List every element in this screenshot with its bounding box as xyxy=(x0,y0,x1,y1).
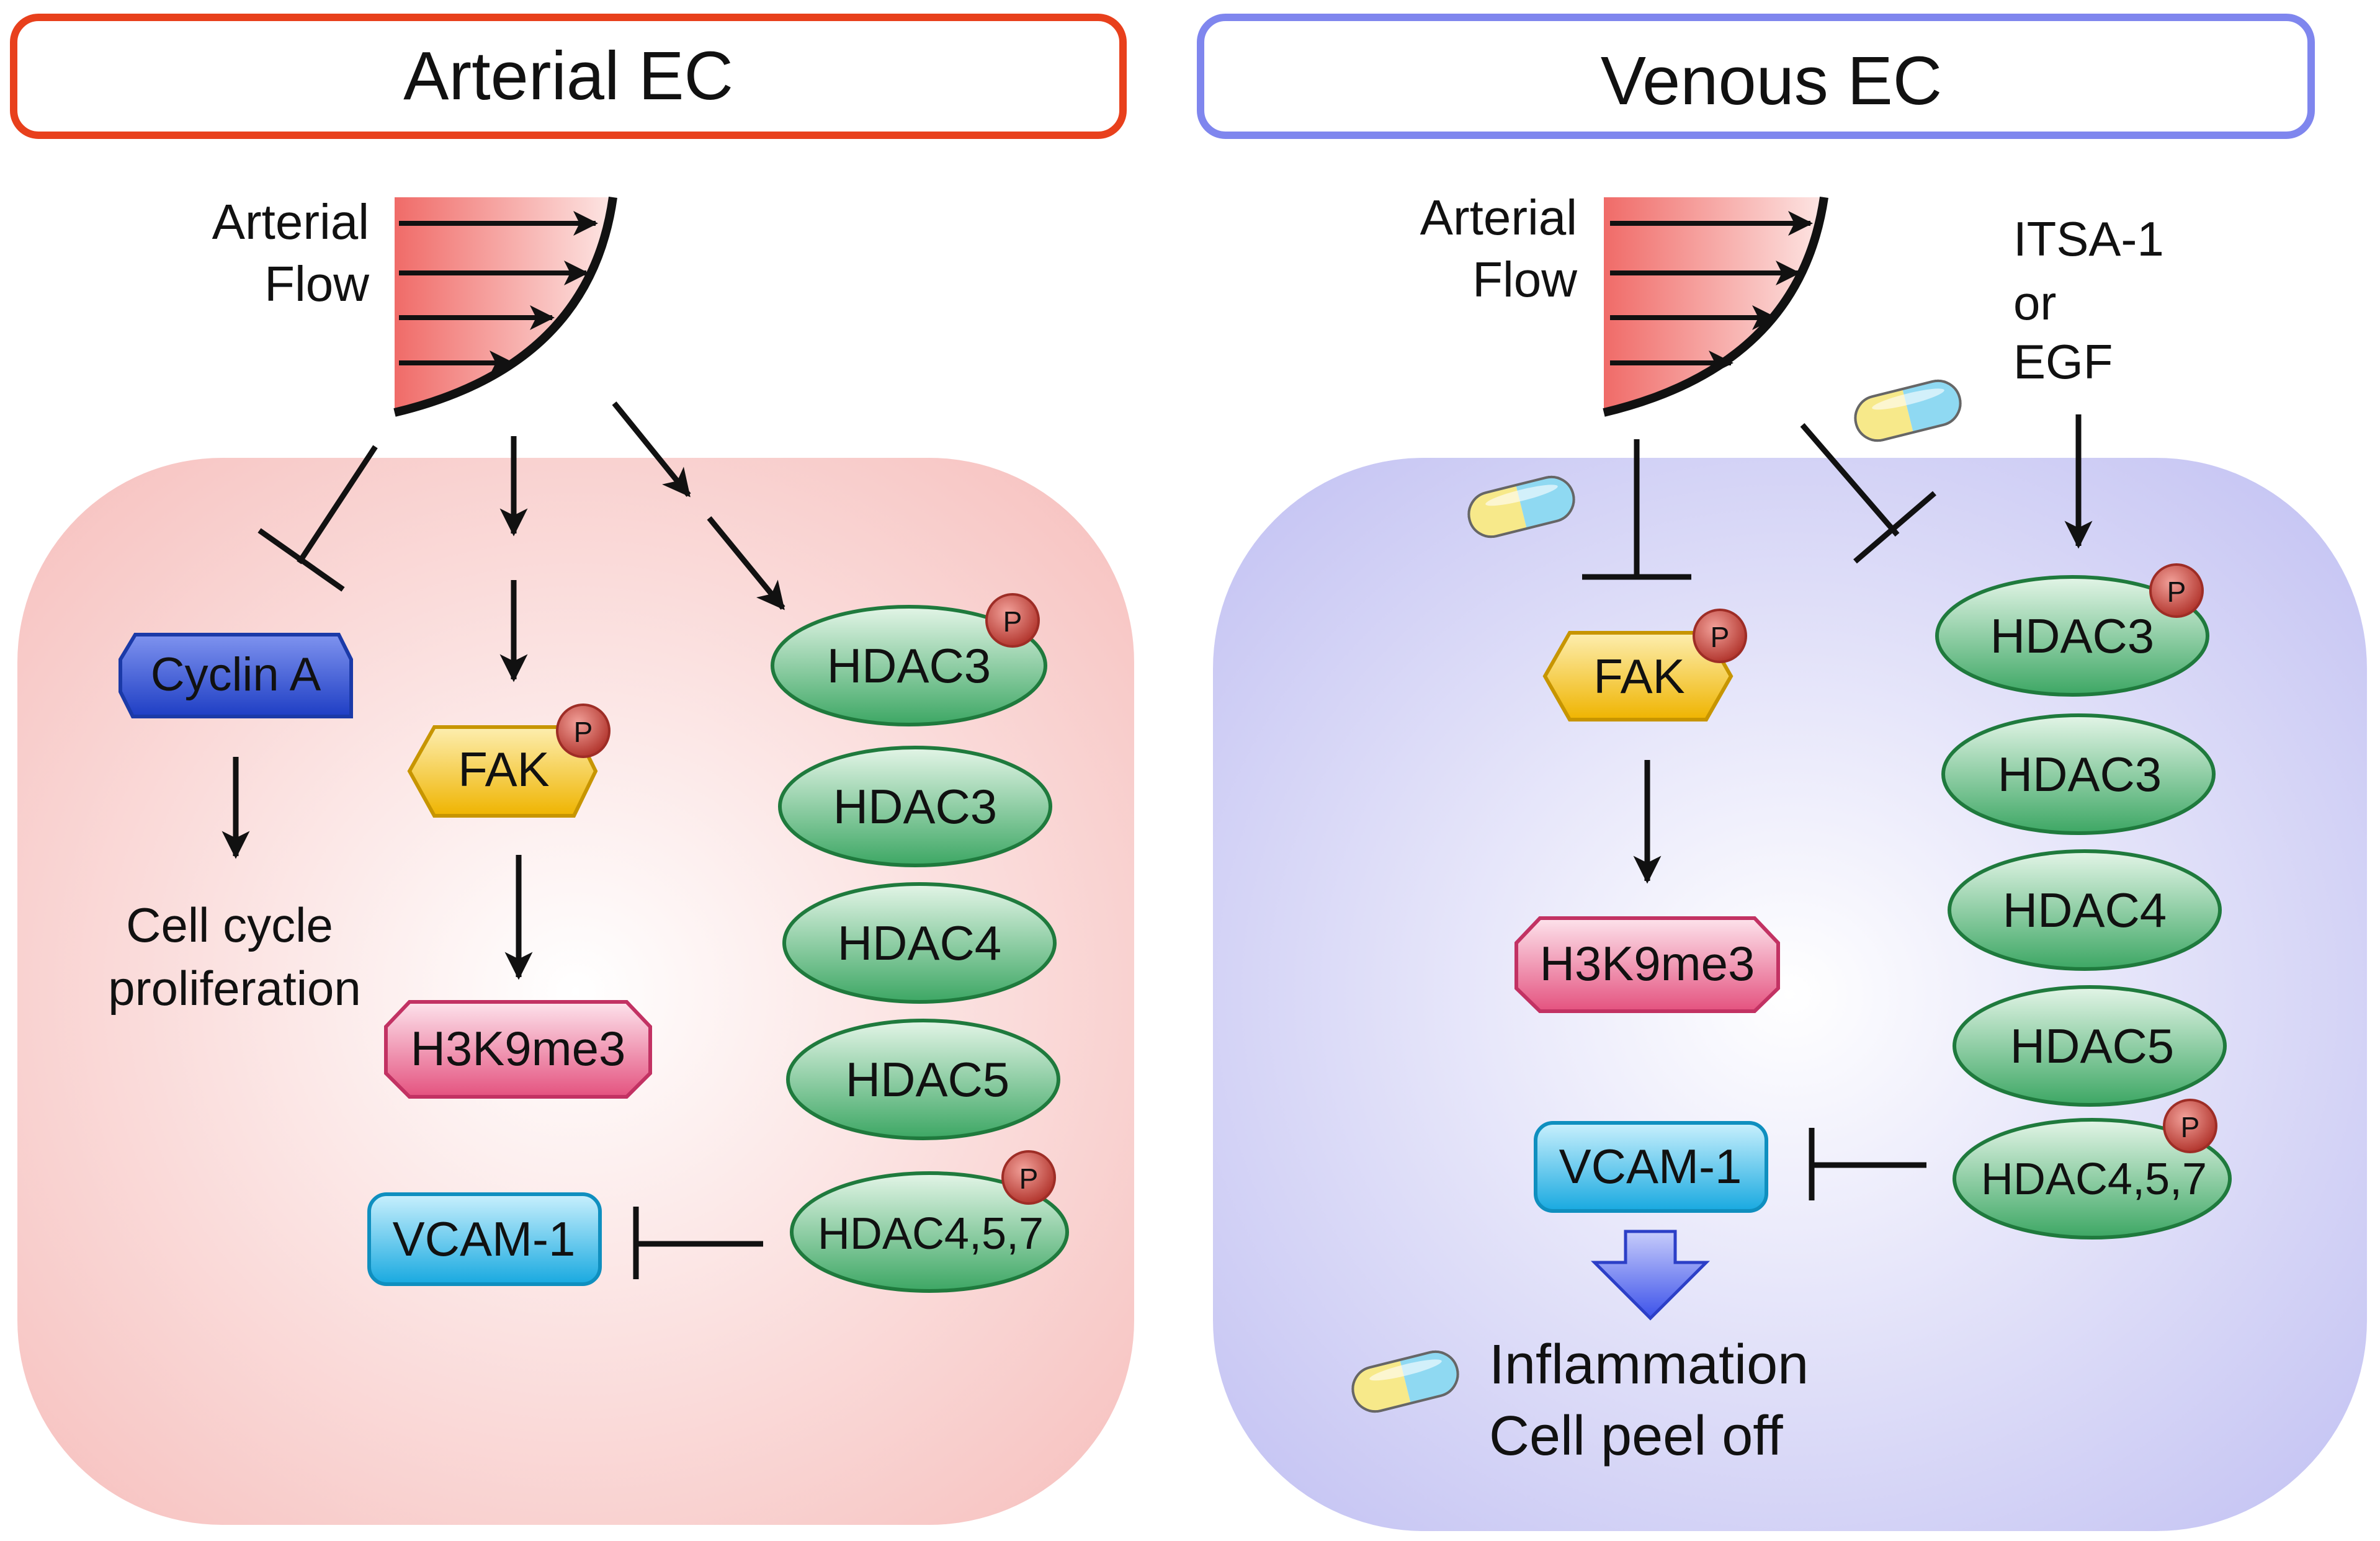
svg-text:P: P xyxy=(2181,1111,2200,1143)
fak-label: FAK xyxy=(458,742,549,797)
hdac-stack: HDAC3 HDAC3 HDAC4 HDAC5 HDAC4,5,7 P P xyxy=(1935,563,2232,1240)
arrow-flow-hdac-2 xyxy=(707,516,785,610)
hdac-node-1 xyxy=(771,605,1047,726)
arterial-title: Arterial EC xyxy=(403,38,733,114)
hdac-node-5 xyxy=(790,1171,1069,1293)
hdac-node-4 xyxy=(1953,985,2227,1107)
svg-text:P: P xyxy=(1003,605,1022,638)
arterial-flow-profile xyxy=(393,197,617,417)
hdac-node-2 xyxy=(778,746,1052,867)
fak-phospho-badge: P xyxy=(1693,609,1747,663)
hdac-label-4: HDAC5 xyxy=(2010,1019,2174,1073)
h3k9me3-node xyxy=(384,1000,652,1099)
venous-title: Venous EC xyxy=(1601,43,1942,119)
flow-gradient xyxy=(395,197,613,413)
outcome-line2: Cell peel off xyxy=(1489,1405,1784,1467)
hdac-label-3: HDAC4 xyxy=(2003,883,2167,937)
hdac-stack: HDAC3 HDAC3 HDAC4 HDAC5 HDAC4,5,7 P P xyxy=(771,593,1069,1293)
hdac-label-5: HDAC4,5,7 xyxy=(818,1209,1044,1259)
outcome-line1: Inflammation xyxy=(1489,1334,1809,1396)
arterial-title-box xyxy=(10,14,1127,139)
vcam1-label: VCAM-1 xyxy=(393,1212,576,1266)
inhibit-flow-hdac xyxy=(1800,423,1936,564)
hdac-node-5 xyxy=(1953,1118,2232,1240)
stimulus-line1: ITSA-1 xyxy=(2013,212,2164,266)
fak-label: FAK xyxy=(1593,649,1684,704)
hdac-node-3 xyxy=(782,882,1057,1004)
inhibit-hdac-vcam xyxy=(633,1207,763,1279)
stimulus-line2: or xyxy=(2013,275,2056,330)
flow-gradient xyxy=(1604,197,1824,413)
svg-text:P: P xyxy=(574,716,593,748)
svg-text:P: P xyxy=(1019,1163,1039,1195)
hdac-label-1: HDAC3 xyxy=(827,638,991,693)
venous-panel: Venous EC Arterial Flow ITSA-1 or EGF xyxy=(1197,14,2367,1531)
hdac-label-5: HDAC4,5,7 xyxy=(1981,1155,2207,1204)
hdac-label-3: HDAC4 xyxy=(838,916,1001,970)
venous-flow-profile xyxy=(1603,196,1828,417)
svg-text:P: P xyxy=(1711,621,1730,653)
hdac-label-2: HDAC3 xyxy=(833,779,997,834)
h3k9me3-label: H3K9me3 xyxy=(1540,936,1755,991)
hdac-node-3 xyxy=(1948,849,2222,971)
hdac3-phospho-badge: P xyxy=(985,593,1040,648)
flow-label-line1: Arterial xyxy=(1420,190,1577,245)
venous-title-box xyxy=(1197,14,2315,139)
h3k9me3-label: H3K9me3 xyxy=(411,1021,626,1076)
pill-icon-2 xyxy=(1849,375,1967,447)
hdac457-phospho-badge: P xyxy=(2163,1099,2217,1153)
fak-phospho-badge: P xyxy=(556,704,611,758)
cyclin-a-node xyxy=(119,633,353,718)
down-block-arrow-icon xyxy=(1590,1230,1711,1321)
arterial-panel: Arterial EC Arterial Flow Cyclin A Cell … xyxy=(10,14,1134,1525)
flow-label-line1: Arterial xyxy=(212,194,369,249)
svg-text:P: P xyxy=(2167,576,2186,608)
hdac-label-4: HDAC5 xyxy=(846,1052,1009,1107)
stimulus-line3: EGF xyxy=(2013,334,2113,389)
hdac-label-2: HDAC3 xyxy=(1998,747,2162,802)
hdac-node-2 xyxy=(1941,713,2216,835)
hdac-node-4 xyxy=(786,1019,1060,1140)
cyclin-a-label: Cyclin A xyxy=(151,648,321,701)
vcam1-node xyxy=(367,1192,602,1286)
flow-label-line2: Flow xyxy=(264,256,369,311)
flow-label-line2: Flow xyxy=(1472,252,1577,307)
arrow-flow-hdac-1 xyxy=(612,401,691,498)
inhibit-line-cyclin xyxy=(257,445,378,592)
h3k9me3-node xyxy=(1514,916,1780,1013)
cell-cycle-line2: proliferation xyxy=(108,961,361,1016)
hdac3-phospho-badge: P xyxy=(2149,563,2204,618)
hdac-label-1: HDAC3 xyxy=(1990,609,2154,663)
inhibit-flow-fak xyxy=(1582,439,1691,580)
hdac457-phospho-badge: P xyxy=(1001,1150,1056,1205)
vcam1-label: VCAM-1 xyxy=(1559,1139,1742,1194)
vcam1-node xyxy=(1534,1121,1768,1213)
cell-cycle-line1: Cell cycle xyxy=(126,898,333,952)
inhibit-hdac-vcam xyxy=(1809,1128,1926,1200)
hdac-node-1 xyxy=(1935,575,2209,697)
